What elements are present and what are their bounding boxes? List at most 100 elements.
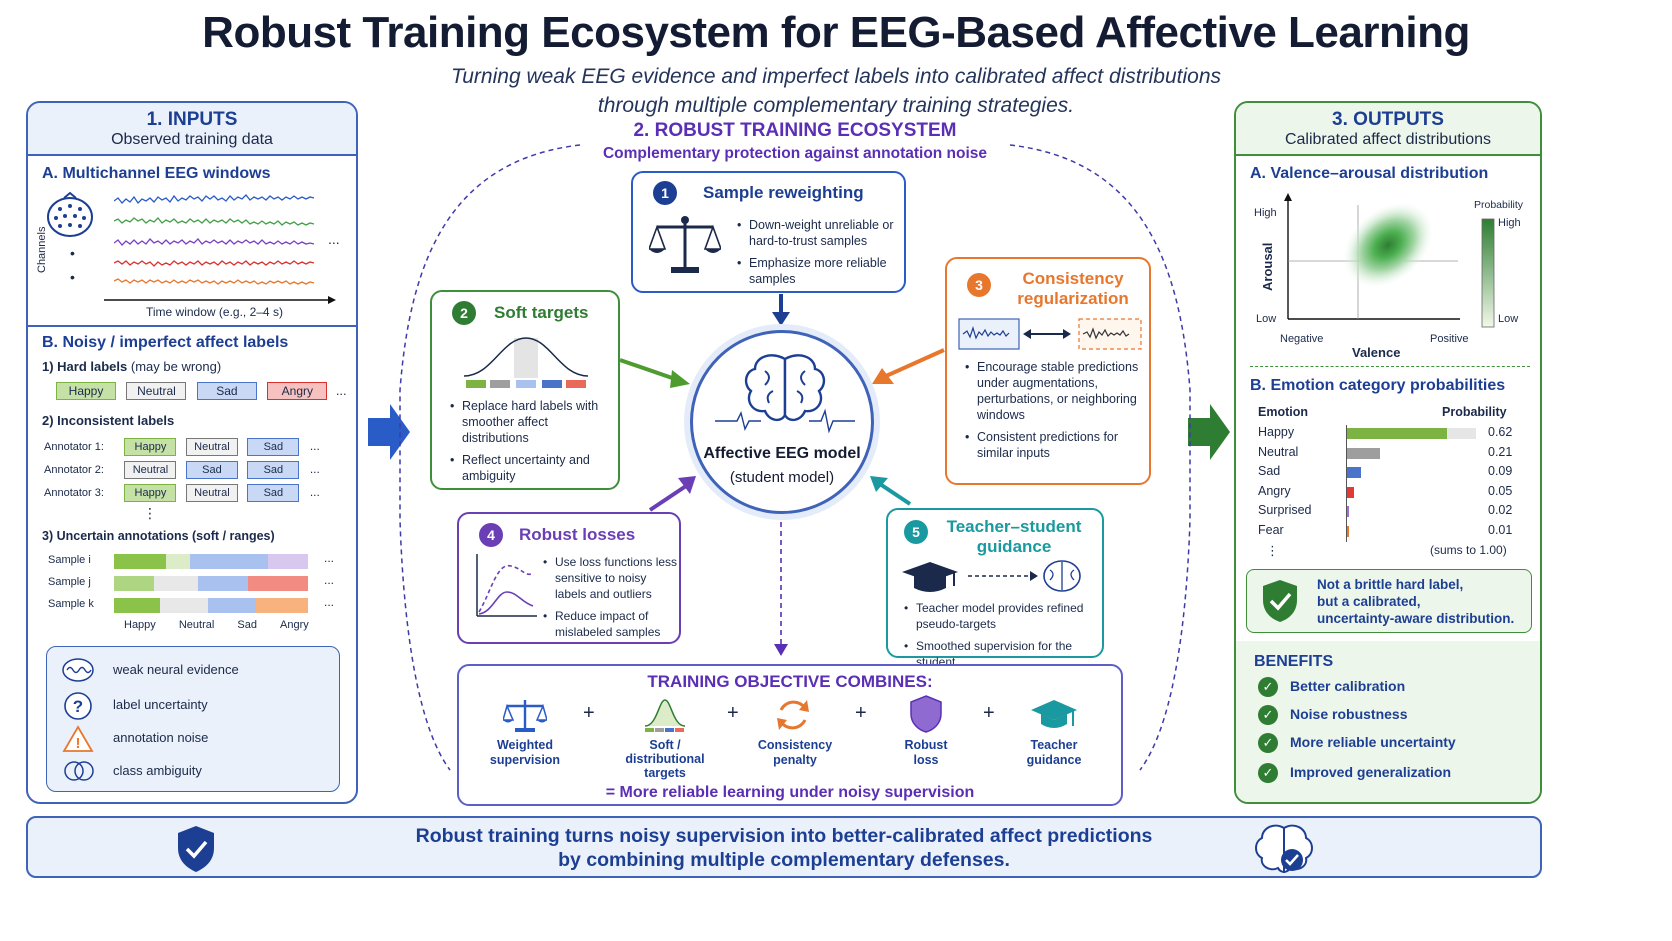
col-emotion: Emotion [1258, 405, 1308, 419]
soft-bar-sample-j [114, 576, 308, 591]
eeg-waveforms [114, 194, 315, 285]
category-section-title: B. Emotion category probabilities [1250, 377, 1506, 394]
annotator-row: Annotator 3: Happy Neutral Sad ... [44, 483, 320, 506]
probability-bar [1346, 506, 1350, 517]
col-probability: Probability [1442, 405, 1507, 419]
overlap-circles-icon [64, 761, 94, 781]
eeg-wave-blue [114, 194, 315, 205]
hard-label-happy: Happy [56, 382, 116, 400]
card-title: Robust losses [519, 525, 636, 544]
check-icon: ✓ [1258, 763, 1278, 783]
labels-section-title: B. Noisy / imperfect affect labels [42, 334, 289, 351]
benefits-section: BENEFITS ✓Better calibration ✓Noise robu… [1236, 641, 1540, 802]
probability-value: 0.01 [1488, 522, 1513, 537]
teacher-to-student-icon [902, 560, 1081, 592]
uncertain-title: 3) Uncertain annotations (soft / ranges) [42, 529, 275, 543]
valence-arousal-plot [1284, 193, 1495, 328]
probability-colorbar-label: Probability [1474, 199, 1524, 211]
valence-positive: Positive [1430, 333, 1469, 345]
soft-bar-sample-i [114, 554, 308, 569]
eeg-wave-green [114, 217, 315, 226]
shield-check-icon [1263, 580, 1297, 622]
check-icon: ✓ [1258, 677, 1278, 697]
model-subtitle: (student model) [729, 469, 835, 486]
card-bullets: Down-weight unreliable or hard-to-trust … [737, 217, 897, 293]
inputs-header: 1. INPUTS Observed training data [28, 103, 356, 156]
ecosystem-to-outputs-arrow [1188, 404, 1230, 460]
hard-label-sad: Sad [196, 382, 257, 400]
model-title: Affective EEG model [703, 445, 861, 462]
brain-icon [715, 354, 855, 434]
objective-consistency-penalty: Consistency penalty [757, 738, 833, 767]
card-bullets: Teacher model provides refined pseudo-ta… [904, 600, 1100, 676]
distribution-curve-icon [463, 337, 589, 388]
probability-bar [1346, 467, 1361, 478]
hard-labels-title: 1) Hard labels (may be wrong) [42, 359, 222, 374]
va-section-title: A. Valence–arousal distribution [1250, 165, 1489, 182]
inconsistent-title: 2) Inconsistent labels [42, 413, 175, 428]
calibration-callout: Not a brittle hard label, but a calibrat… [1246, 569, 1532, 633]
benefits-title: BENEFITS [1254, 653, 1334, 670]
card-bullets: Use loss functions less sensitive to noi… [543, 554, 679, 646]
training-objective-box: TRAINING OBJECTIVE COMBINES: Weighted su… [457, 664, 1123, 806]
noise-legend: weak neural evidence ? label uncertainty… [46, 646, 340, 792]
page-subtitle: Turning weak EEG evidence and imperfect … [450, 65, 1222, 117]
probability-value: 0.21 [1488, 444, 1513, 459]
outputs-panel: 3. OUTPUTS Calibrated affect distributio… [1234, 101, 1542, 804]
check-icon: ✓ [1258, 733, 1278, 753]
inputs-divider [28, 325, 356, 327]
card-soft-targets: 2 Soft targets Replace hard labels with … [430, 290, 620, 490]
step-number: 2 [452, 301, 476, 325]
probability-bar [1346, 525, 1349, 537]
scale-icon [503, 700, 547, 732]
footer-banner: Robust training turns noisy supervision … [26, 816, 1542, 878]
categories-vdots: ⋮ [1266, 543, 1279, 558]
legend-label-uncertainty: label uncertainty [113, 697, 208, 712]
emotion-label: Neutral [1258, 444, 1299, 459]
inputs-panel: 1. INPUTS Observed training data A. Mult… [26, 101, 358, 804]
card-title: Consistency regularization [1017, 269, 1129, 308]
valence-axis-label: Valence [1352, 345, 1401, 360]
objective-weighted-supervision: Weighted supervision [489, 738, 561, 767]
augmentation-pair-icon [958, 318, 1142, 350]
legend-annotation-noise: annotation noise [113, 730, 209, 745]
arousal-axis-label: Arousal [1260, 242, 1275, 291]
probability-bar [1346, 447, 1381, 459]
objective-title: TRAINING OBJECTIVE COMBINES: [647, 672, 933, 691]
plus-sign: + [855, 702, 867, 724]
ecosystem-heading: 2. ROBUST TRAINING ECOSYSTEM [633, 120, 957, 141]
step-number: 5 [904, 520, 928, 544]
colorbar-high: High [1498, 217, 1521, 229]
card-bullets: Replace hard labels with smoother affect… [450, 398, 610, 490]
svg-text:!: ! [76, 735, 81, 752]
objective-result: = More reliable learning under noisy sup… [605, 784, 975, 801]
outputs-header: 3. OUTPUTS Calibrated affect distributio… [1236, 103, 1540, 156]
card-consistency-regularization: 3 Consistency regularization Encourage s… [945, 257, 1151, 485]
question-icon: ? [64, 692, 92, 720]
eeg-section-title: A. Multichannel EEG windows [42, 165, 271, 182]
card-title: Sample reweighting [703, 183, 864, 202]
step-number: 1 [653, 181, 677, 205]
card-robust-losses: 4 Robust losses Use loss functions less … [457, 512, 681, 644]
soft-bar-sample-k [114, 598, 308, 613]
check-icon: ✓ [1258, 705, 1278, 725]
ecosystem-subheading: Complementary protection against annotat… [602, 145, 988, 162]
hard-labels-row: Happy Neutral Sad Angry ... [56, 382, 347, 400]
warning-icon: ! [62, 725, 94, 752]
legend-weak-evidence: weak neural evidence [113, 662, 239, 677]
emotion-label: Surprised [1258, 503, 1312, 517]
annotator-rows: Annotator 1: Happy Neutral Sad ... Annot… [44, 437, 320, 506]
eeg-wave-purple [114, 238, 315, 246]
benefit-item: ✓Improved generalization [1258, 763, 1451, 783]
loss-curve-icon [476, 554, 537, 617]
annotator-row: Annotator 1: Happy Neutral Sad ... [44, 437, 320, 460]
time-window-label: Time window (e.g., 2–4 s) [146, 305, 283, 319]
sums-note: (sums to 1.00) [1430, 543, 1507, 557]
colorbar-low: Low [1498, 313, 1519, 325]
arousal-low: Low [1256, 313, 1277, 325]
plus-sign: + [983, 702, 995, 724]
objective-soft-targets: Soft / distributional targets [625, 738, 705, 780]
footer-text: Robust training turns noisy supervision … [415, 825, 1153, 871]
eeg-cap-icon [47, 191, 93, 237]
